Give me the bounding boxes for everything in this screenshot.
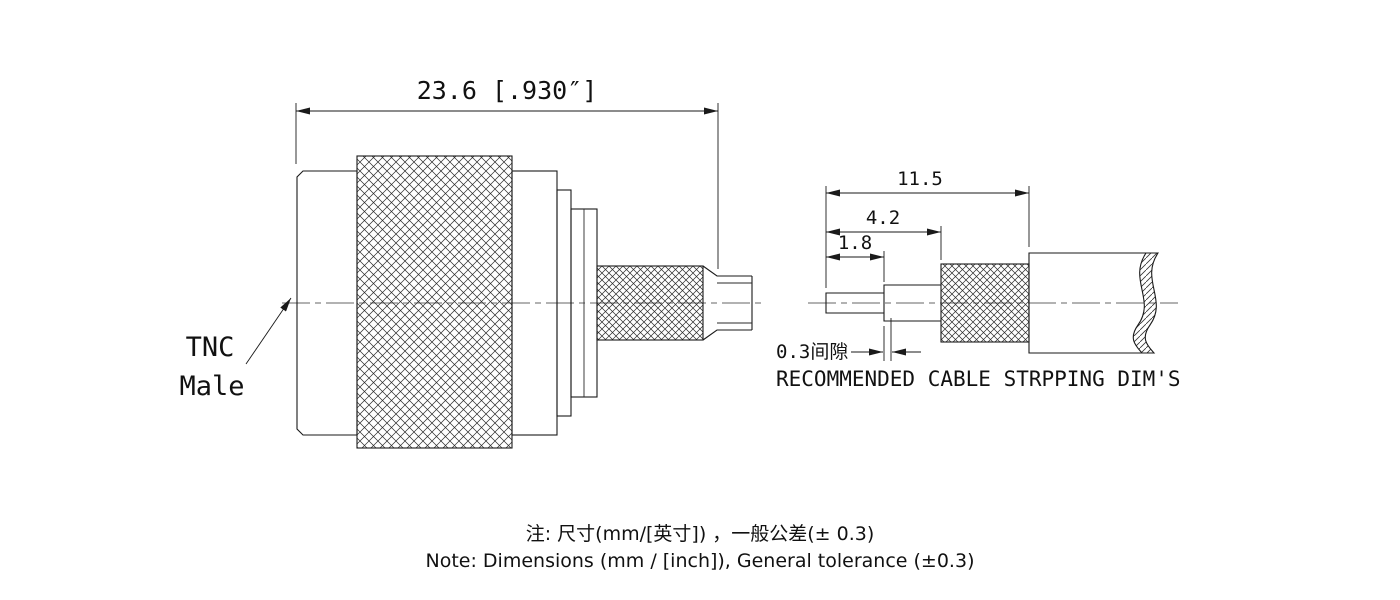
strip-view-caption: RECOMMENDED CABLE STRPPING DIM'S [776,367,1181,391]
main-connector-view: 23.6 [.930″] TNC Male [179,76,766,449]
connector-label: TNC Male [179,297,292,402]
dimension-text-11-5: 11.5 [897,168,943,190]
label-tnc: TNC [186,332,235,363]
note-line-chinese: 注: 尺寸(mm/[英寸]) ，一般公差(± 0.3) [525,523,875,545]
note-line-english: Note: Dimensions (mm / [inch]), General … [425,549,975,572]
strip-dimensions: 11.5 4.2 1.8 [825,168,1030,288]
jacket-break-symbol [1132,252,1160,354]
leader-line [245,297,292,365]
dimension-text-1-8: 1.8 [838,232,872,254]
cable-jacket [1028,252,1146,354]
rear-tube-outline [702,265,753,341]
rear-tube-bore-lines [717,282,752,324]
dimension-overall: 23.6 [.930″] [295,76,719,269]
cable-stripping-view: 11.5 4.2 1.8 0.3间隙 RECOMMENDED CABLE STR… [776,168,1181,391]
overall-dimension-text: 23.6 [.930″] [417,76,598,105]
knurled-coupling-nut [356,155,513,449]
cable-braid [940,263,1030,343]
dielectric [883,284,941,322]
crimp-ferrule [596,265,704,341]
notes-block: 注: 尺寸(mm/[英寸]) ，一般公差(± 0.3) Note: Dimens… [0,521,1400,574]
label-male: Male [179,371,244,402]
gap-callout: 0.3间隙 [776,318,921,363]
center-conductor [825,292,884,314]
dimension-text-4-2: 4.2 [866,207,900,229]
gap-label: 0.3间隙 [776,341,848,363]
